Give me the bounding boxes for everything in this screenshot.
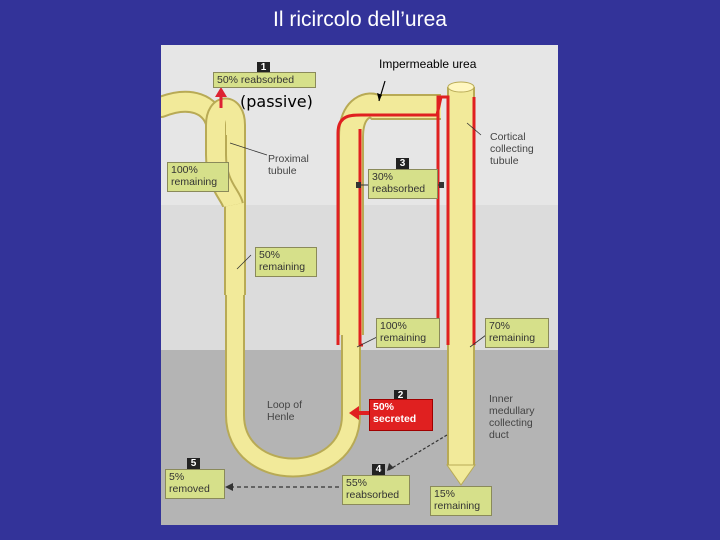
coll-70-box: 70%remaining xyxy=(485,318,549,348)
nephron-diagram: Impermeable urea (passive) 1 50% reabsor… xyxy=(161,45,558,525)
step-5-line2: removed xyxy=(169,483,210,495)
coll-70-line1: 70% xyxy=(489,320,511,332)
leader-desc50 xyxy=(236,254,252,270)
prox-100-line2: remaining xyxy=(171,176,218,188)
step-3-box: 30%reabsorbed xyxy=(368,169,438,199)
step-5-box: 5%removed xyxy=(165,469,225,499)
step-5-line1: 5% xyxy=(169,471,185,483)
impermeable-outline-left xyxy=(336,96,443,345)
duct-15-box: 15%remaining xyxy=(430,486,492,516)
henle-loop xyxy=(227,295,359,476)
impermeable-label: Impermeable urea xyxy=(379,57,477,71)
desc-50-line2: remaining xyxy=(259,261,306,273)
duct-top xyxy=(447,81,475,93)
step-5-number: 5 xyxy=(187,458,200,469)
henle-line1: Loop of xyxy=(267,399,303,411)
step-2-box: 50%secreted xyxy=(369,399,433,431)
step-1-text: 50% reabsorbed xyxy=(217,74,295,86)
inner-line3: collecting xyxy=(489,417,533,429)
cortical-line3: tubule xyxy=(490,155,519,167)
duct-15-line1: 15% xyxy=(434,488,456,500)
inner-line4: duct xyxy=(489,429,509,441)
proximal-line2: tubule xyxy=(268,165,297,177)
cortical-line2: collecting xyxy=(490,143,534,155)
impermeable-outline-inner xyxy=(358,129,363,347)
step-2-line2: secreted xyxy=(373,413,417,425)
step-1-number: 1 xyxy=(257,62,270,73)
passive-label: (passive) xyxy=(240,92,313,111)
step-4-number: 4 xyxy=(372,464,385,475)
asc-100-line2: remaining xyxy=(380,332,427,344)
prox-100-line1: 100% xyxy=(171,164,198,176)
step-4-line1: 55% xyxy=(346,477,368,489)
step-3-line2: reabsorbed xyxy=(372,183,426,195)
step-1-box: 50% reabsorbed xyxy=(213,72,316,88)
ascending-limb xyxy=(340,94,441,335)
leader-coll70 xyxy=(469,334,487,348)
duct-15-line2: remaining xyxy=(434,500,481,512)
step-4-box: 55%reabsorbed xyxy=(342,475,410,505)
prox-loop xyxy=(207,99,244,295)
coll-70-line2: remaining xyxy=(489,332,536,344)
step-3-line1: 30% xyxy=(372,171,394,183)
leader-cortical xyxy=(466,122,482,136)
inner-line2: medullary xyxy=(489,405,535,417)
inner-line1: Inner xyxy=(489,393,513,405)
desc-50-line1: 50% xyxy=(259,249,281,261)
desc-50-box: 50%remaining xyxy=(255,247,317,277)
henle-line2: Henle xyxy=(267,411,295,423)
slide-title: Il ricircolo dell’urea xyxy=(273,8,447,31)
arrow-4-line xyxy=(386,434,448,472)
step-3-number: 3 xyxy=(396,158,409,169)
cortical-line1: Cortical xyxy=(490,131,526,143)
step-4-line2: reabsorbed xyxy=(346,489,400,501)
leader-proximal xyxy=(229,142,268,156)
nephron-drawing xyxy=(161,45,558,525)
prox-100-box: 100%remaining xyxy=(167,162,229,192)
step-2-number: 2 xyxy=(394,390,407,401)
proximal-line1: Proximal xyxy=(268,153,309,165)
impermeable-outline-duct xyxy=(436,95,450,345)
duct-bottom xyxy=(446,464,476,486)
step-2-line1: 50% xyxy=(373,401,395,413)
asc-100-box: 100%remaining xyxy=(376,318,440,348)
asc-100-line1: 100% xyxy=(380,320,407,332)
